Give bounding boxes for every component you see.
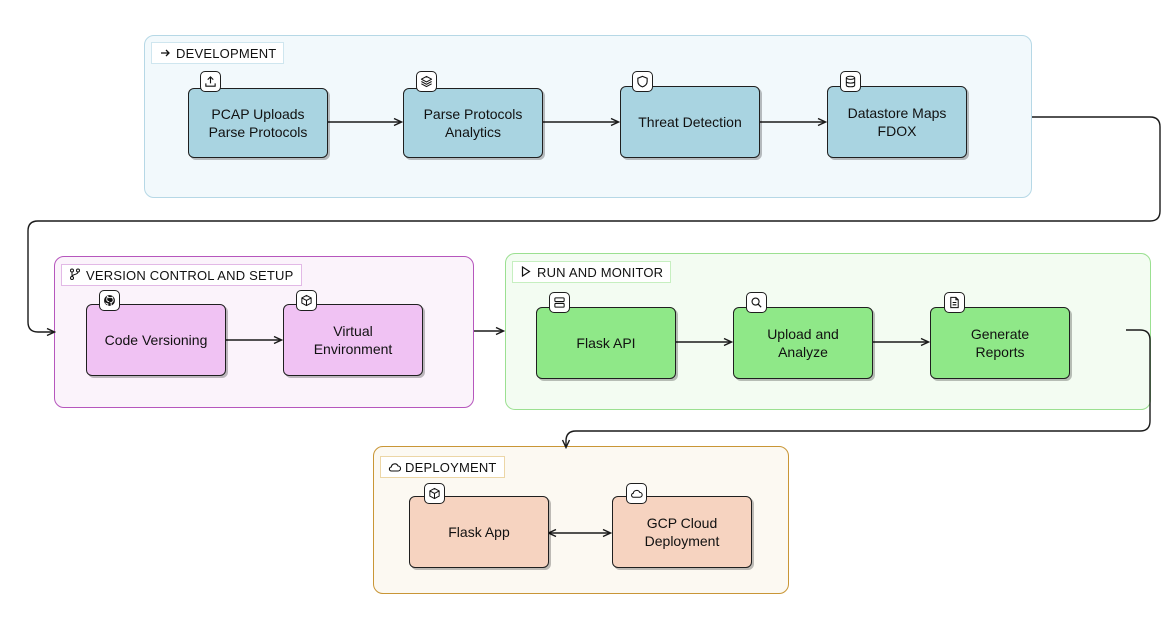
play-icon [519, 262, 533, 284]
github-icon [99, 290, 120, 311]
node-upload-analyze-label: Upload and Analyze [767, 326, 839, 360]
node-virtual-environment-label: Virtual Environment [313, 323, 393, 357]
node-flask-app-label: Flask App [448, 524, 510, 540]
development-group-label: DEVELOPMENT [151, 42, 285, 65]
arrow-right-icon [158, 43, 172, 65]
version-control-title: VERSION CONTROL AND SETUP [86, 268, 294, 283]
cloud-icon [387, 457, 401, 479]
cloud-icon [626, 483, 647, 504]
server-icon [549, 292, 570, 313]
deployment-title: DEPLOYMENT [405, 460, 497, 475]
node-virtual-environment[interactable]: Virtual Environment [283, 304, 423, 376]
shield-icon [632, 71, 653, 92]
search-icon [746, 292, 767, 313]
file-text-icon [944, 292, 965, 313]
package-icon [296, 290, 317, 311]
edge-reports-to-flaskapp [566, 329, 1151, 447]
node-threat-detection[interactable]: Threat Detection [620, 86, 760, 158]
node-datastore-maps[interactable]: Datastore Maps FDOX [827, 86, 967, 158]
node-threat-detection-label: Threat Detection [638, 114, 742, 130]
upload-icon [200, 71, 221, 92]
run-monitor-group-label: RUN AND MONITOR [512, 261, 672, 284]
node-generate-reports-label: Generate Reports [970, 326, 1030, 360]
version-control-group-label: VERSION CONTROL AND SETUP [61, 264, 302, 286]
run-monitor-title: RUN AND MONITOR [537, 265, 664, 280]
node-parse-protocols-label: Parse Protocols Analytics [423, 106, 523, 140]
deployment-group-label: DEPLOYMENT [380, 456, 505, 478]
node-code-versioning-label: Code Versioning [104, 332, 208, 348]
node-gcp-deployment[interactable]: GCP Cloud Deployment [612, 496, 752, 568]
node-generate-reports[interactable]: Generate Reports [930, 307, 1070, 379]
node-code-versioning[interactable]: Code Versioning [86, 304, 226, 376]
node-pcap-uploads[interactable]: PCAP Uploads Parse Protocols [188, 88, 328, 158]
node-flask-api-label: Flask API [576, 335, 636, 351]
node-flask-api[interactable]: Flask API [536, 307, 676, 379]
node-pcap-uploads-label: PCAP Uploads Parse Protocols [208, 106, 308, 140]
layers-icon [416, 71, 437, 92]
edge-datastore-to-codeversioning [27, 116, 1161, 332]
node-upload-analyze[interactable]: Upload and Analyze [733, 307, 873, 379]
package-icon [424, 483, 445, 504]
node-gcp-deployment-label: GCP Cloud Deployment [644, 515, 720, 549]
node-flask-app[interactable]: Flask App [409, 496, 549, 568]
node-parse-protocols[interactable]: Parse Protocols Analytics [403, 88, 543, 158]
database-icon [840, 71, 861, 92]
node-datastore-maps-label: Datastore Maps FDOX [847, 105, 947, 139]
git-branch-icon [68, 265, 82, 287]
development-title: DEVELOPMENT [176, 46, 277, 61]
